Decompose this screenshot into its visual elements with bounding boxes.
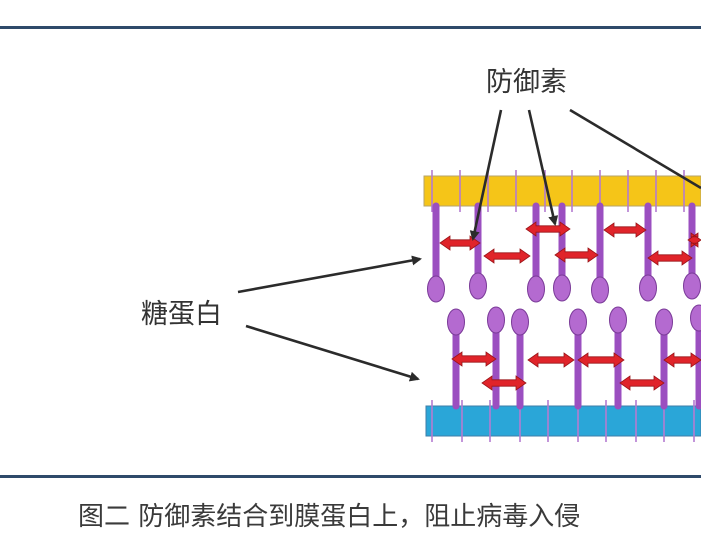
binding-arrow: [481, 375, 527, 391]
glycoprotein-head: [553, 274, 571, 302]
binding-arrow: [687, 232, 701, 248]
binding-arrow: [577, 352, 625, 368]
glycoprotein-pointer-arrows: [237, 255, 422, 382]
bottom-divider: [0, 475, 701, 478]
binding-arrow: [483, 248, 531, 264]
binding-arrow: [525, 221, 571, 237]
top-membrane: [423, 175, 701, 207]
binding-arrow: [527, 352, 575, 368]
bottom-membrane: [425, 405, 701, 437]
glycoprotein-head: [609, 306, 627, 334]
bottom-glycoproteins: [447, 304, 701, 410]
glycoprotein-head: [469, 272, 487, 300]
binding-arrow: [451, 351, 497, 367]
defensin-pointer-3: [569, 108, 701, 190]
binding-arrow: [663, 352, 701, 368]
glycoprotein-head: [683, 272, 701, 300]
glycoprotein-head: [511, 308, 529, 336]
figure-caption: 图二 防御素结合到膜蛋白上，阻止病毒入侵: [78, 502, 581, 532]
glycoprotein-head: [427, 275, 445, 303]
glycoprotein-head: [639, 274, 657, 302]
binding-arrow: [647, 250, 693, 266]
defensin-binding-arrows: [439, 221, 701, 391]
glycoprotein-head: [655, 308, 673, 336]
top-divider: [0, 26, 701, 29]
glycoprotein-head: [447, 308, 465, 336]
glycoprotein-head: [591, 276, 609, 304]
glycoprotein-head: [569, 308, 587, 336]
top-glycoproteins: [427, 202, 701, 304]
glycoprotein-head: [527, 275, 545, 303]
defensin-pointer-2: [527, 109, 559, 226]
binding-arrow: [603, 222, 647, 238]
glycoprotein-pointer-lower: [245, 324, 420, 382]
glycoprotein-head: [487, 306, 505, 334]
binding-arrow: [619, 375, 665, 391]
glycoprotein-head: [690, 304, 701, 332]
glycoprotein-label: 糖蛋白: [141, 299, 222, 330]
defensin-pointer-arrows: [469, 108, 701, 241]
glycoprotein-pointer-upper: [237, 255, 422, 294]
defensin-label: 防御素: [486, 67, 567, 98]
binding-arrow: [554, 247, 599, 263]
defensin-pointer-1: [469, 109, 503, 241]
